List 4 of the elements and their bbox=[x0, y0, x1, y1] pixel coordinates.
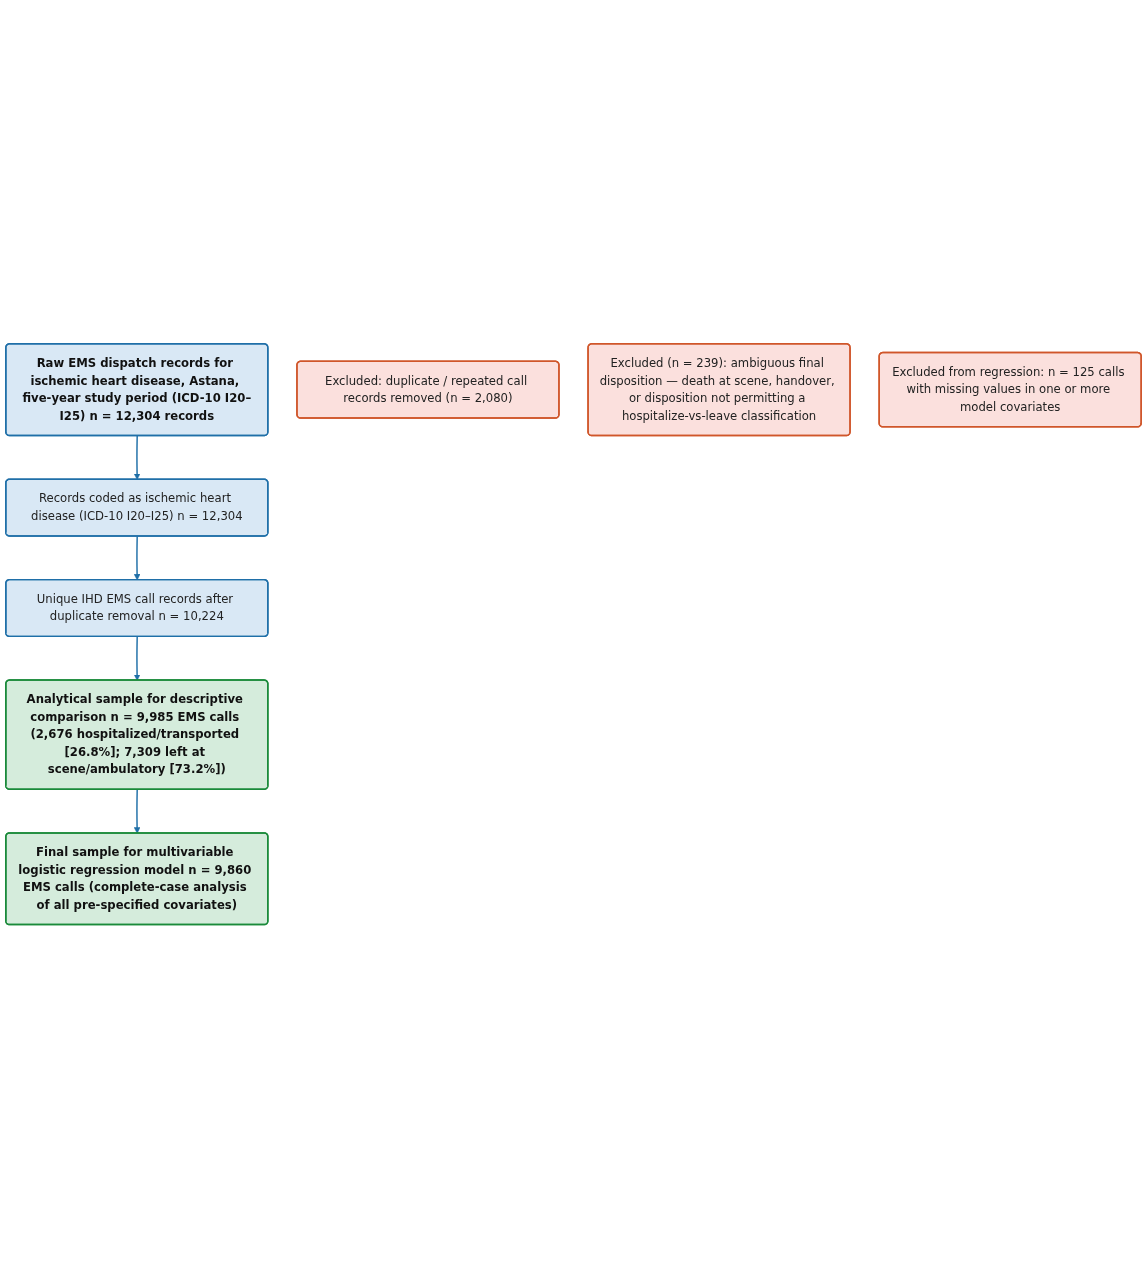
arrow bbox=[133, 635, 141, 681]
arrow bbox=[133, 788, 141, 834]
arrow bbox=[133, 434, 141, 480]
arrow bbox=[133, 535, 141, 581]
